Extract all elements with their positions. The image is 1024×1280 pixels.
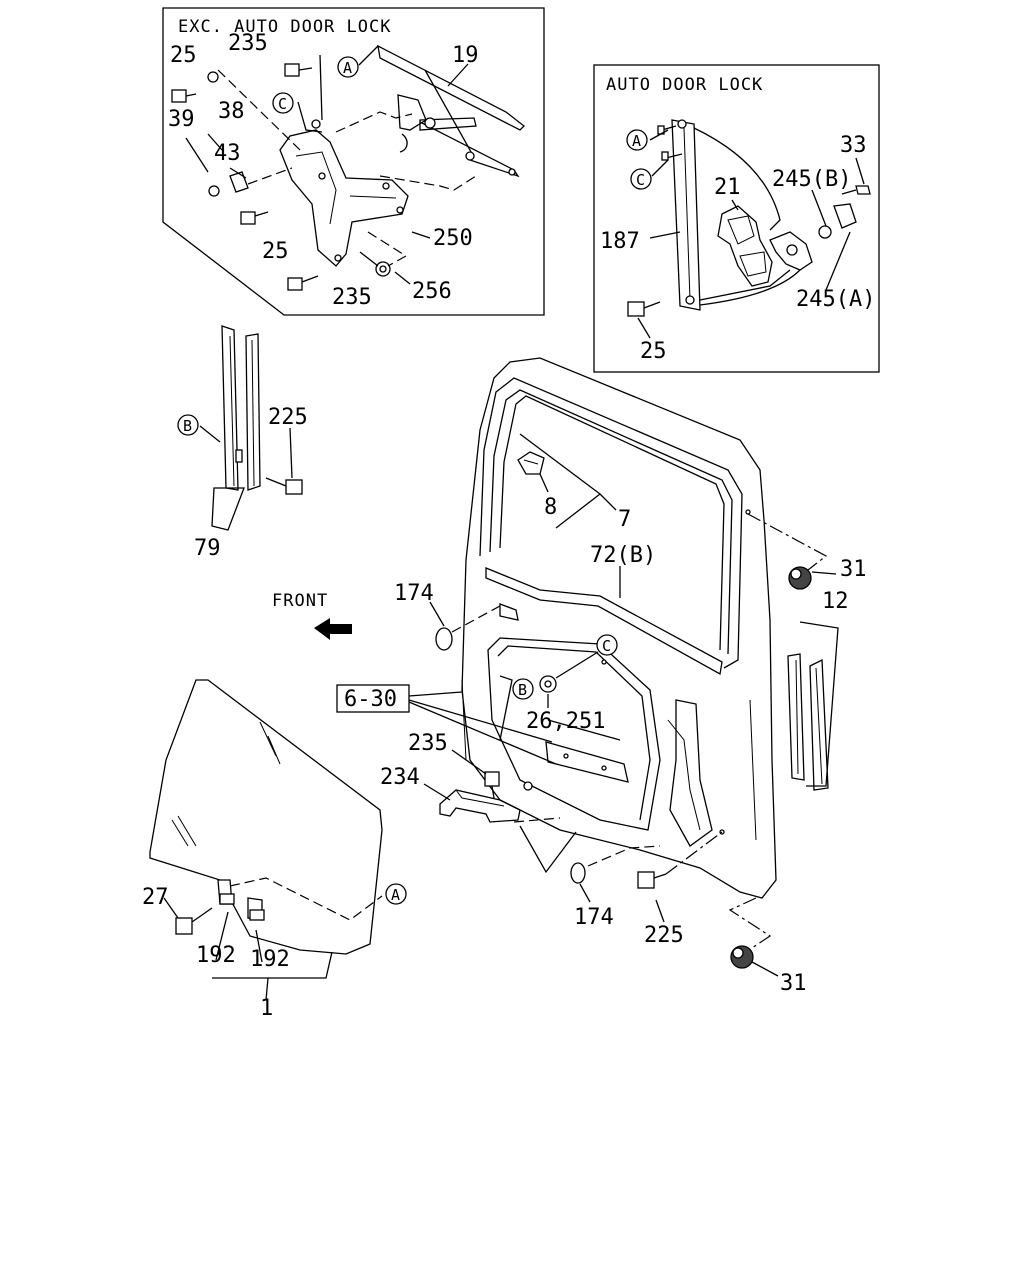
svg-text:A: A [632, 132, 641, 150]
label-250: 250 [433, 226, 473, 251]
rear-glass-channel-79 [221, 325, 261, 491]
svg-text:C: C [636, 171, 645, 189]
door-glass-1 [149, 679, 383, 955]
screw-33 [841, 185, 871, 195]
label-245b: 245(B) [772, 167, 851, 192]
label-192-left: 192 [196, 943, 236, 968]
label-72b: 72(B) [590, 543, 656, 568]
label-245a: 245(A) [796, 287, 875, 312]
belt-molding-72b [485, 567, 723, 676]
svg-text:C: C [602, 637, 611, 655]
label-79: 79 [194, 536, 221, 561]
nut-26-251 [539, 675, 557, 693]
svg-text:6-30: 6-30 [344, 687, 397, 712]
label-8: 8 [544, 495, 557, 520]
label-225-upper: 225 [268, 405, 308, 430]
regulator-motor-21 [717, 205, 813, 287]
plug-174-lower [570, 862, 586, 884]
label-234: 234 [380, 765, 420, 790]
door-stopper-31-upper [788, 566, 812, 590]
bolt-27 [175, 907, 213, 935]
label-43: 43 [214, 141, 241, 166]
plug-174-upper [435, 627, 453, 651]
label-39: 39 [168, 107, 195, 132]
regulator-bracket [279, 119, 409, 267]
bolt-25-auto [627, 301, 661, 317]
power-window-regulator-187 [671, 119, 801, 311]
label-7: 7 [618, 507, 631, 532]
callout-a-inset2: A [626, 129, 648, 151]
bolt-25-top [171, 89, 197, 103]
callout-c-inset1: C [272, 92, 294, 114]
clip-43 [229, 171, 249, 193]
glass-bracket-192-left [217, 879, 235, 905]
glass-bracket-192-right [247, 897, 265, 921]
door-panel [461, 357, 777, 899]
clip-39 [208, 185, 220, 197]
inset-exc-auto-title: EXC. AUTO DOOR LOCK [178, 17, 391, 37]
label-19: 19 [452, 43, 479, 68]
manual-window-regulator [377, 44, 525, 178]
label-235-top: 235 [228, 31, 268, 56]
label-21: 21 [714, 175, 741, 200]
clip-8 [517, 451, 545, 475]
label-33: 33 [840, 133, 867, 158]
screw-c-point [661, 151, 683, 161]
callout-b-channel: B [177, 414, 199, 436]
label-12: 12 [822, 589, 849, 614]
label-26-251: 26,251 [526, 709, 605, 734]
label-187: 187 [600, 229, 640, 254]
door-glass-outline [149, 679, 383, 955]
callout-b-door: B [512, 678, 534, 700]
label-27: 27 [142, 885, 169, 910]
label-235-bottom: 235 [332, 285, 372, 310]
inset-auto-frame [593, 64, 880, 373]
svg-text:C: C [278, 95, 287, 113]
bracket-234 [439, 789, 521, 823]
label-235-door: 235 [408, 731, 448, 756]
callout-c-door: C [596, 634, 618, 656]
bolt-25-bottom [240, 211, 269, 225]
label-1: 1 [260, 996, 273, 1021]
front-arrow-icon [314, 618, 352, 640]
inset-auto-title: AUTO DOOR LOCK [606, 75, 763, 95]
label-31-lower: 31 [780, 971, 807, 996]
bolt-225-upper [265, 477, 303, 495]
grommet-245b [818, 225, 832, 239]
washer-38 [207, 71, 219, 83]
label-38: 38 [218, 99, 245, 124]
inset-auto-door-lock: AUTO DOOR LOCK [593, 64, 880, 373]
front-label: FRONT [272, 591, 328, 611]
inner-panel-opening [487, 637, 661, 831]
bolt-225-lower [637, 871, 667, 889]
clip-245a [833, 203, 857, 229]
door-rear-channel-12 [787, 621, 839, 791]
callout-a-glass: A [385, 883, 407, 905]
bolt-235-top [284, 63, 313, 77]
inset-exc-auto-door-lock: EXC. AUTO DOOR LOCK [162, 7, 545, 316]
callout-a-inset1: A [337, 56, 359, 78]
label-25-top: 25 [170, 43, 197, 68]
label-225-lower: 225 [644, 923, 684, 948]
label-174-lower: 174 [574, 905, 614, 930]
door-stopper-31-lower [730, 945, 754, 969]
svg-text:B: B [183, 417, 192, 435]
inset-exc-auto-frame [162, 7, 545, 316]
label-256: 256 [412, 279, 452, 304]
label-174-upper: 174 [394, 581, 434, 606]
label-31-upper: 31 [840, 557, 867, 582]
svg-text:B: B [518, 681, 527, 699]
svg-text:A: A [391, 886, 400, 904]
label-192-right: 192 [250, 947, 290, 972]
svg-text:A: A [343, 59, 352, 77]
callout-c-inset2: C [630, 168, 652, 190]
bolt-235-bottom [287, 275, 319, 291]
ref-box-6-30: 6-30 [336, 684, 410, 713]
bolt-235-door [484, 771, 500, 799]
label-25-bottom: 25 [262, 239, 289, 264]
label-25-auto: 25 [640, 339, 667, 364]
